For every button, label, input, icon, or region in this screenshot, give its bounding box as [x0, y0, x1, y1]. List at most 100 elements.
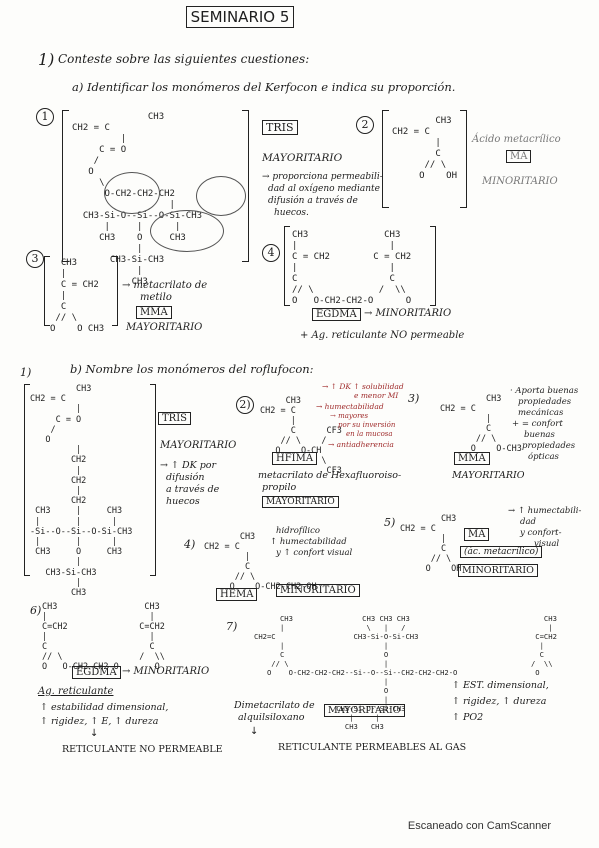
note-line: visual: [534, 539, 560, 549]
egdma-box: EGDMA: [312, 308, 361, 321]
note-line: por su inversión: [338, 421, 396, 429]
right-bracket: [242, 110, 249, 262]
monomer-name: metacrilato de Hexafluoroiso-: [258, 470, 402, 481]
reticulant-label: Ag. reticulante: [38, 686, 114, 697]
mma-structure: CH3 CH2 = C | C // \ O O-CH3: [440, 394, 522, 454]
monomer-4-number: 4: [262, 244, 280, 262]
note-line: ↑ estabilidad dimensional,: [40, 702, 169, 713]
group-circle: [150, 210, 224, 252]
monomer-name: metilo: [140, 292, 172, 303]
mma-box: MMA: [454, 452, 490, 465]
r3-number: 3): [408, 392, 420, 405]
right-bracket: [460, 110, 467, 208]
scanner-watermark: Escaneado con CamScanner: [407, 820, 551, 832]
note-line: → ↑ DK ↑ solubilidad: [322, 382, 404, 391]
note-line: dad al oxígeno mediante: [268, 184, 380, 194]
hema-box: HEMA: [216, 588, 258, 601]
note-line: difusión: [166, 472, 205, 483]
monomer-name: alquilsiloxano: [238, 712, 305, 723]
egdma-box: EGDMA: [72, 666, 121, 679]
tris-structure: CH3 CH2 = C | C = O / O | CH2 | CH2 | CH…: [30, 384, 133, 599]
note-line: → humectabilidad: [316, 402, 384, 411]
note-line: dad: [520, 517, 536, 527]
proportion-label: MAYORITARIO: [160, 440, 237, 451]
note-line: propiedades: [518, 397, 572, 407]
note-line: → mayores: [330, 412, 369, 420]
left-bracket: [44, 256, 50, 326]
note-line: propiedades: [522, 441, 576, 451]
monomer-1-number: 1: [36, 108, 54, 126]
note-line: · Aporta buenas: [510, 386, 579, 396]
left-bracket: [24, 384, 30, 576]
note-line: mecánicas: [518, 408, 564, 418]
note-line: ↑ PO2: [452, 712, 484, 723]
part-a-text: a) Identificar los monómeros del Kerfoco…: [72, 80, 456, 94]
proportion-label: MAYORITARIO: [262, 152, 343, 164]
left-bracket: [62, 110, 69, 262]
note-line: ↑ EST. dimensional,: [452, 680, 549, 691]
proportion-label: MAYORITARIO: [452, 470, 525, 481]
right-bracket: [150, 384, 156, 576]
proportion-label: MAYORITARIO: [126, 322, 203, 333]
group-circle: [104, 172, 160, 214]
tris-box: TRIS: [158, 412, 191, 425]
note-line: huecos: [166, 496, 200, 507]
mma-structure: CH3 | C = CH2 | C // \ O O CH3: [50, 258, 105, 334]
note-line: a través de: [166, 484, 220, 495]
note-line: en la mucosa: [346, 430, 393, 438]
ma-structure: CH3 CH2 = C | C // \ O OH: [392, 116, 458, 181]
monomer-name: → metacrilato de: [122, 280, 208, 291]
note-line: → ↑ DK por: [160, 460, 217, 471]
page-title: SEMINARIO 5: [186, 6, 294, 28]
note-line: + = confort: [512, 419, 563, 429]
tris-box: TRIS: [262, 120, 298, 135]
note-line: difusión a través de: [268, 196, 358, 206]
egdma-structure: CH3 CH3 | | C=CH2 C=CH2 | | C C // \ / \…: [42, 602, 165, 672]
left-bracket: [382, 110, 389, 208]
r2-number: 2): [236, 396, 254, 414]
proportion-label: → MINORITARIO: [364, 308, 452, 319]
hfima-box: HFIMA: [272, 452, 318, 465]
reticulant-note: + Ag. reticulante NO permeable: [300, 330, 465, 341]
proportion-label: → MINORITARIO: [122, 666, 210, 677]
note-line: e menor MI: [354, 391, 399, 400]
egdma-structure: CH3 CH3 | | C = CH2 C = CH2 | | C C // \…: [292, 230, 412, 306]
mma-box: MMA: [136, 306, 172, 319]
note-line: → proporciona permeabili-: [262, 172, 383, 182]
note-line: ópticas: [528, 452, 559, 462]
note-line: buenas: [524, 430, 555, 440]
monomer-name: (ác. metacrílico): [460, 546, 543, 558]
note-line: → ↑ humectabili-: [508, 506, 582, 516]
r1-number: 1): [20, 366, 32, 379]
right-bracket: [430, 226, 436, 306]
note-line: ↑ rigidez, ↑ E, ↑ dureza: [40, 716, 159, 727]
right-bracket: [112, 256, 118, 326]
proportion-label: MINORITARIO: [458, 564, 538, 577]
note-line: y ↑ confort visual: [276, 548, 353, 558]
proportion-label: MAYORITARIO: [262, 496, 339, 508]
hema-structure: CH3 CH2 = C | C // \ O O-CH2-CH2-OH: [204, 532, 317, 592]
r5-number: 5): [384, 516, 396, 529]
monomer-name: Ácido metacrílico: [472, 134, 561, 145]
proportion-label: MAYORITARIO: [324, 704, 405, 717]
siloxane-dimethacrylate-structure: CH3 CH3 CH3 CH3 CH3 | \ | / | CH2=C CH3-…: [254, 614, 557, 731]
note-line: hidrofílico: [276, 526, 320, 536]
monomer-3-number: 3: [26, 250, 44, 268]
note-line: y confort-: [520, 528, 562, 538]
question-heading: Conteste sobre las siguientes cuestiones…: [58, 52, 310, 66]
down-arrow-icon: ↓: [250, 726, 259, 737]
note-line: huecos.: [274, 208, 309, 218]
r4-number: 4): [184, 538, 196, 551]
hfima-structure: CH3 CH2 = C | C CF3 // \ / O O-CH \ CF3: [260, 396, 342, 476]
note-line: ↑ rigidez, ↑ dureza: [452, 696, 547, 707]
ma-box: MA: [506, 150, 532, 163]
question-number: 1): [38, 50, 55, 69]
monomer-2-number: 2: [356, 116, 374, 134]
r7-number: 7): [226, 620, 238, 633]
down-arrow-icon: ↓: [90, 728, 99, 739]
r6-number: 6): [30, 604, 42, 617]
conclusion-label: RETICULANTE NO PERMEABLE: [62, 744, 223, 755]
proportion-label: MINORITARIO: [482, 176, 558, 187]
note-line: → antiadherencia: [328, 440, 394, 449]
